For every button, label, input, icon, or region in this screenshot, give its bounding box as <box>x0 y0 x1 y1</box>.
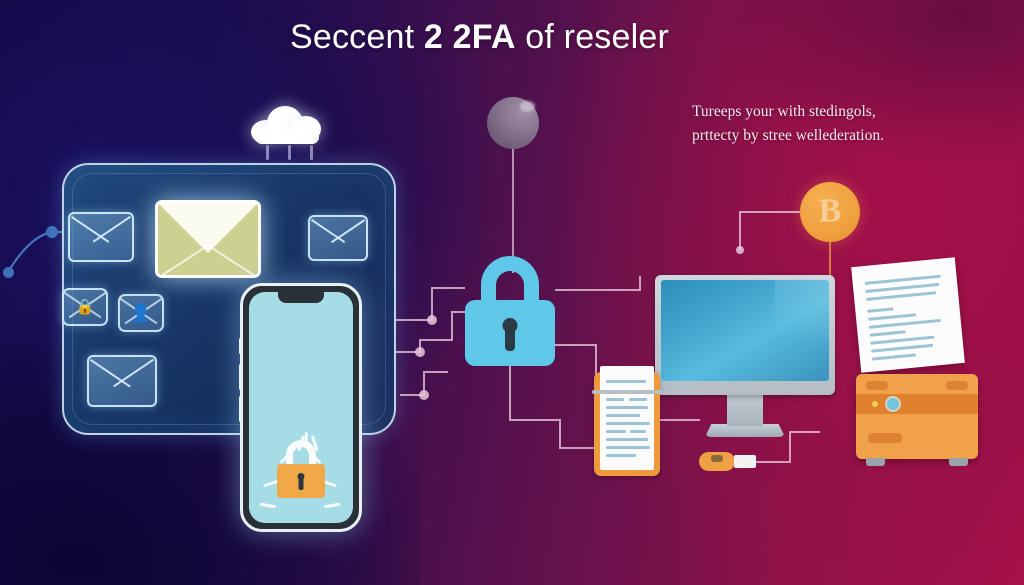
server-bottom-slot <box>868 433 902 443</box>
security-padlock-icon <box>465 256 555 366</box>
server-top-slot-left <box>866 381 888 390</box>
user-icon: 👤 <box>130 303 152 323</box>
monitor-neck <box>727 394 763 426</box>
cloud-rain-line-3 <box>310 145 313 160</box>
smartphone[interactable] <box>239 283 362 532</box>
cloud-base <box>255 130 319 144</box>
lock-ray <box>259 502 277 508</box>
paper-document[interactable] <box>851 257 965 373</box>
background-shadow-top-right <box>724 0 1024 160</box>
monitor-screen[interactable] <box>661 280 829 381</box>
server-foot-right <box>949 458 968 466</box>
bitcoin-icon: B <box>800 182 860 242</box>
padlock-shackle <box>286 440 316 470</box>
envelope-icon-2 <box>308 215 368 261</box>
envelope-highlighted-icon <box>155 200 261 278</box>
document-text-line <box>606 380 646 383</box>
cloud-icon <box>251 104 323 144</box>
document-text-line <box>867 307 894 313</box>
clipboard-page <box>600 366 654 470</box>
clipboard-document[interactable] <box>592 366 662 476</box>
clipboard-clip-bar <box>592 390 662 394</box>
document-text-line <box>606 446 650 449</box>
monitor-screen-glare <box>775 280 829 381</box>
server-top-slot-right <box>946 381 968 390</box>
padlock-keyslot <box>298 479 304 490</box>
phone-mute-button[interactable] <box>239 338 242 354</box>
lock-icon: 🔒 <box>75 298 95 316</box>
sphere-highlight <box>520 101 535 112</box>
phone-screen[interactable] <box>249 292 353 523</box>
padlock-keyhole <box>297 473 305 480</box>
lock-ray <box>269 521 285 523</box>
monitor-base <box>705 424 785 437</box>
cloud-rain-line-2 <box>288 145 291 160</box>
title-segment-1: Seccent <box>290 18 424 56</box>
envelope-user-icon: 👤 <box>118 294 164 332</box>
document-text-line <box>606 406 648 409</box>
server-appliance[interactable] <box>856 374 978 466</box>
document-text-line <box>606 430 626 433</box>
document-text-line <box>869 330 906 337</box>
padlock-keyslot <box>505 329 515 351</box>
lock-ray <box>323 502 341 508</box>
envelope-lock-icon: 🔒 <box>62 288 108 326</box>
document-text-line <box>606 398 624 401</box>
body-line-1: Tureeps your with stedingols, <box>692 103 876 120</box>
bitcoin-symbol: B <box>818 192 842 230</box>
network-node-left-1 <box>3 267 14 278</box>
document-text-line <box>870 335 935 345</box>
document-text-line <box>871 353 916 361</box>
server-dial-button[interactable] <box>885 396 901 412</box>
document-text-line <box>630 430 646 433</box>
body-paragraph: Tureeps your with stedingols, prttecty b… <box>692 100 972 147</box>
mouse-button[interactable] <box>711 455 723 462</box>
sphere-connector-line <box>512 148 514 273</box>
phone-notch <box>278 292 324 303</box>
monitor-bezel <box>655 275 835 395</box>
padlock-shackle <box>481 256 539 310</box>
envelope-crease-left <box>158 243 211 275</box>
usb-connector <box>734 455 756 468</box>
document-text-line <box>606 422 650 425</box>
page-title: Seccent 2 2FA of reseler <box>290 18 669 57</box>
document-text-line <box>868 318 941 329</box>
document-text-line <box>606 454 636 457</box>
server-foot-left <box>866 458 885 466</box>
document-text-line <box>871 343 934 353</box>
usb-mouse-device[interactable] <box>699 452 735 471</box>
lock-ray <box>315 521 331 523</box>
desktop-monitor[interactable] <box>655 275 835 450</box>
document-text-line <box>868 313 917 321</box>
envelope-icon-3 <box>87 355 157 407</box>
body-line-2: prttecty by stree wellederation. <box>692 126 884 144</box>
document-text-line <box>606 414 640 417</box>
envelope-crease-right <box>205 243 258 275</box>
title-segment-2: 2 2FA <box>423 18 516 56</box>
phone-padlock-icon <box>277 440 325 498</box>
title-segment-3: of reseler <box>515 18 669 56</box>
document-text-line <box>606 438 648 441</box>
cloud-rain-line-1 <box>266 145 269 160</box>
document-text-line <box>866 291 937 301</box>
server-status-led <box>872 401 878 407</box>
phone-volume-down-button[interactable] <box>239 396 242 422</box>
document-text-line <box>629 398 647 401</box>
envelope-icon-1 <box>68 212 134 262</box>
phone-volume-up-button[interactable] <box>239 364 242 390</box>
network-node-left-2 <box>46 226 58 238</box>
node-sphere <box>487 97 539 149</box>
